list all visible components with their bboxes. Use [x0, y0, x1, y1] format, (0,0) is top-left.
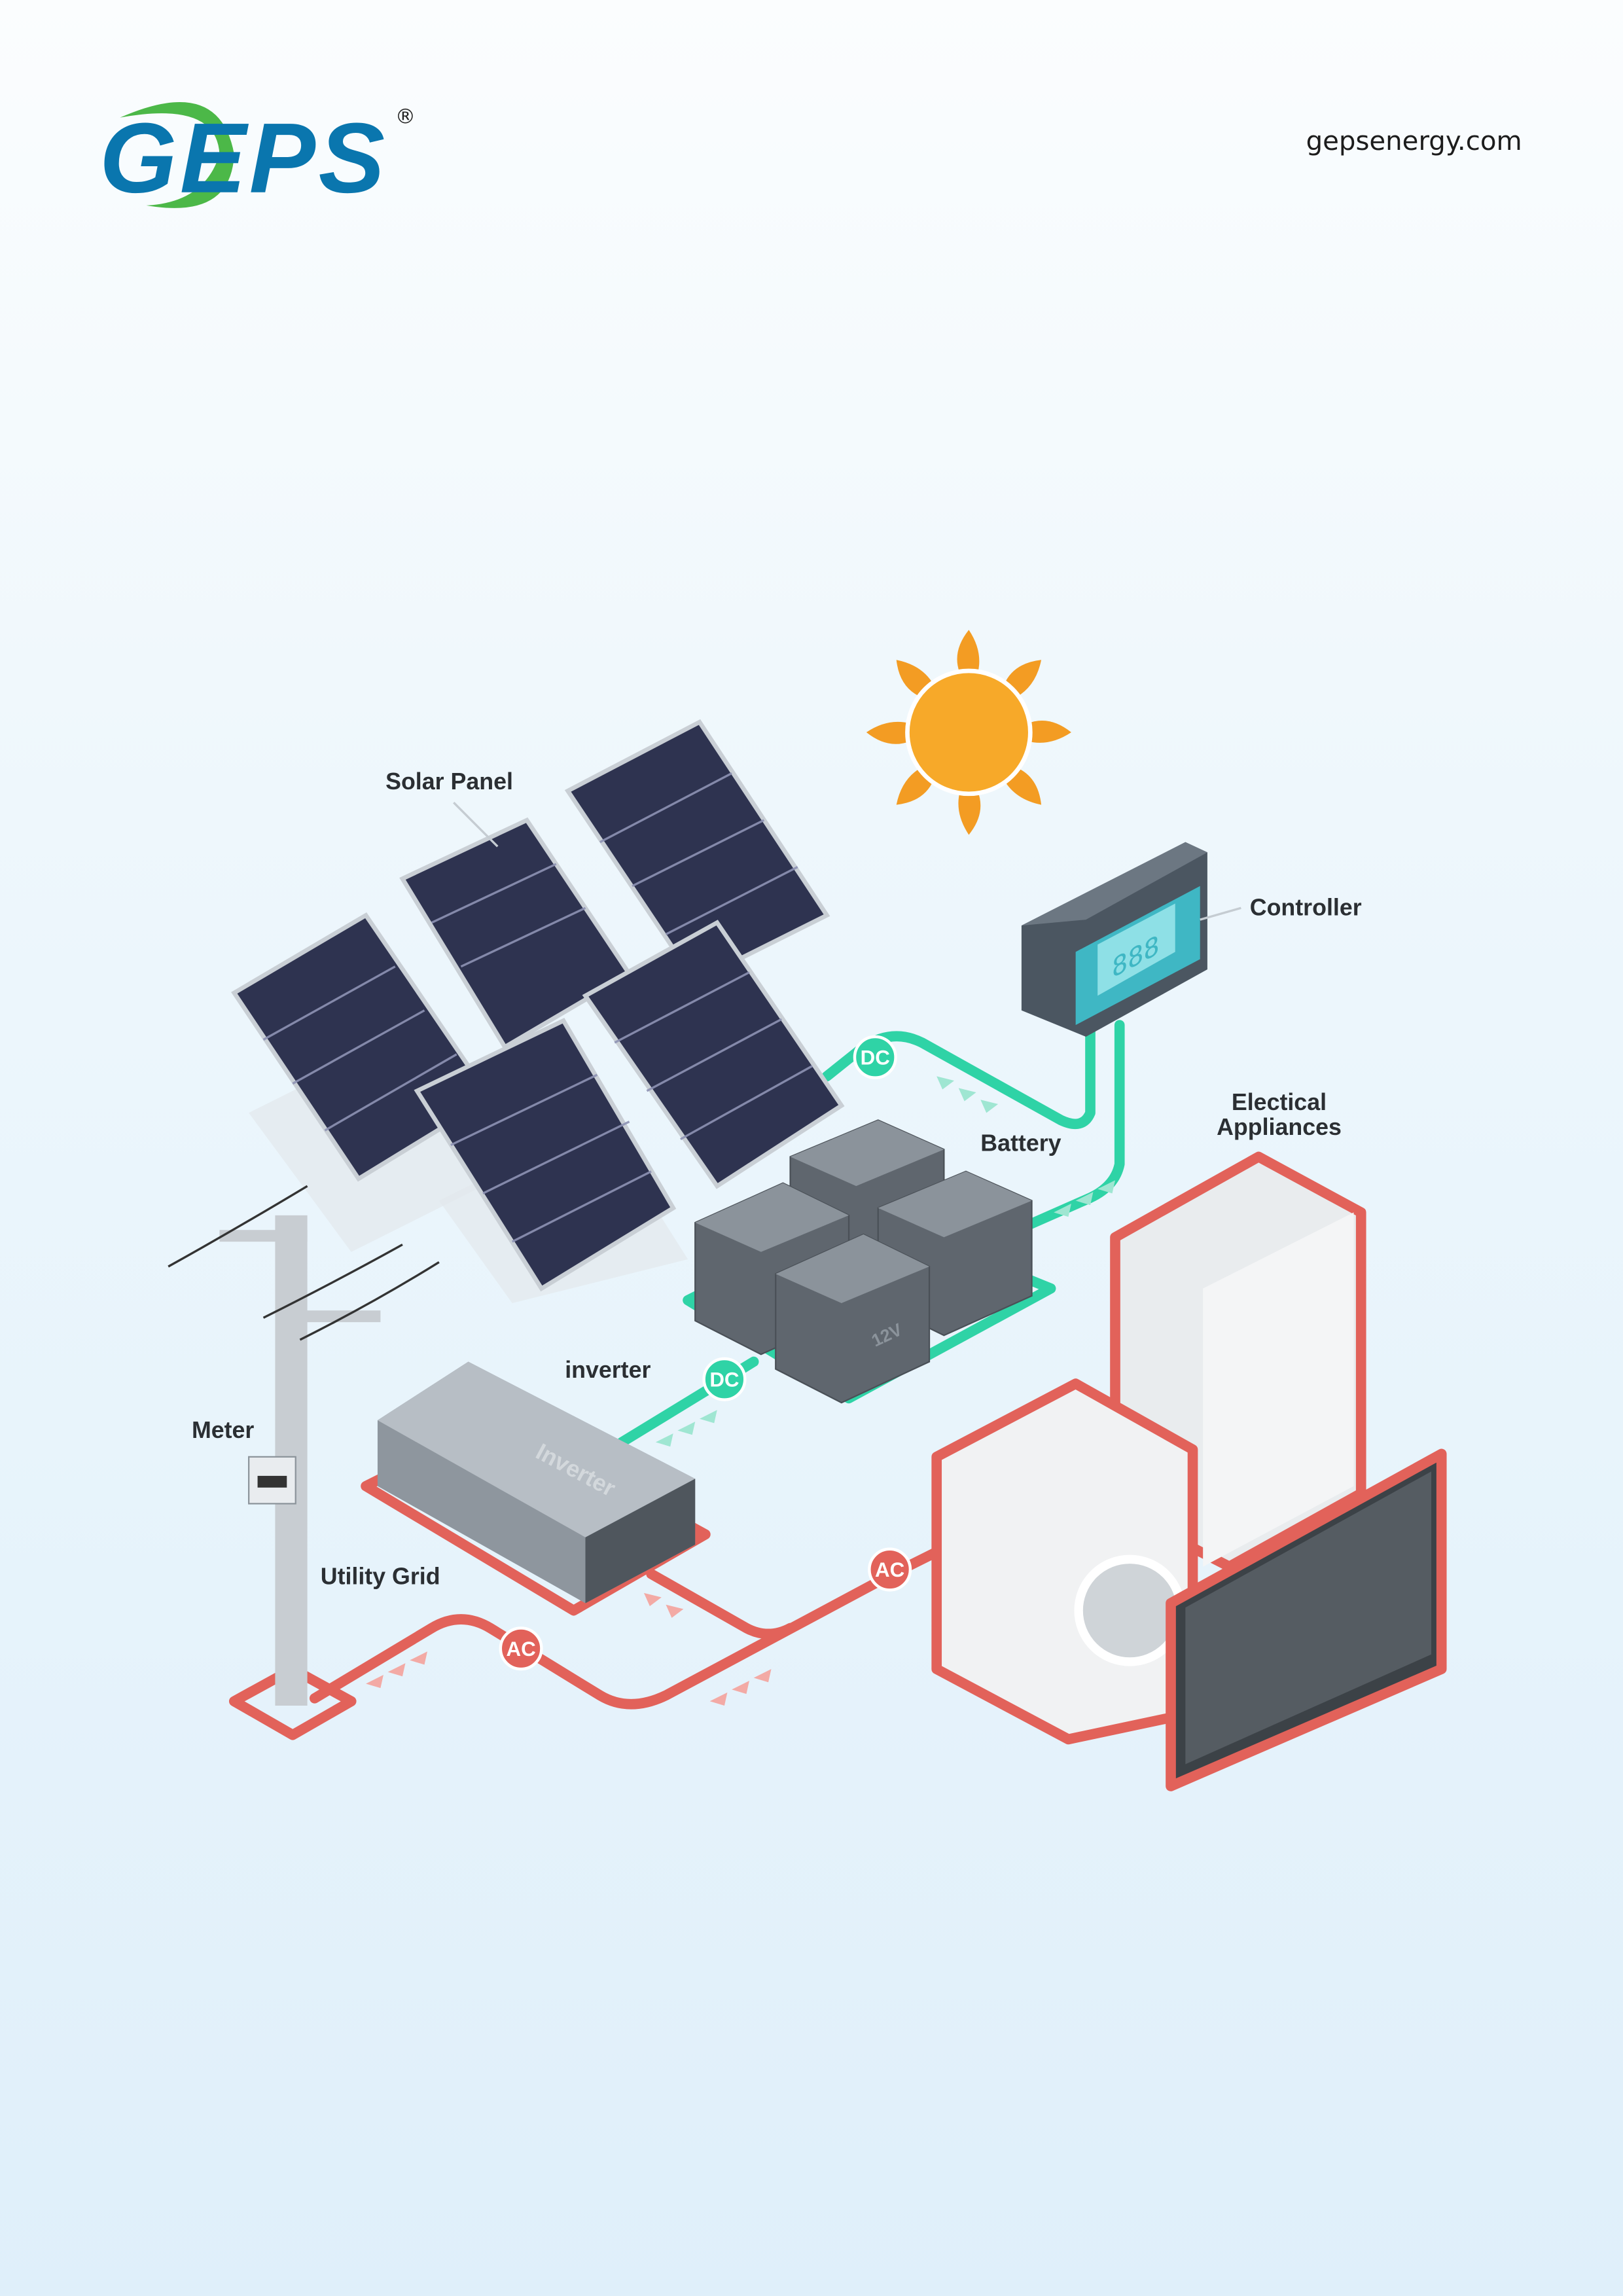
dc-tag: DC: [702, 1357, 747, 1401]
label-battery: Battery: [980, 1130, 1061, 1156]
logo-text: GEPS: [99, 103, 387, 214]
ac-tag: AC: [499, 1626, 543, 1671]
battery-bank: 12V: [694, 1119, 1033, 1404]
inverter-device: Inverter: [361, 1361, 711, 1616]
label-meter: Meter: [192, 1417, 254, 1443]
logo-green-arc: [120, 102, 234, 208]
label-solar-panel: Solar Panel: [385, 768, 513, 795]
svg-text:DC: DC: [709, 1369, 739, 1391]
solar-panel-array: [231, 719, 845, 1304]
label-appliances-line2: Appliances: [1217, 1114, 1342, 1140]
geps-logo: GEPS ®: [99, 102, 416, 214]
sun-icon: [866, 630, 1071, 835]
charge-controller: 888: [1021, 842, 1207, 1037]
utility-pole: [168, 1185, 440, 1706]
label-controller: Controller: [1250, 894, 1362, 920]
registered-mark: ®: [395, 105, 416, 129]
svg-text:AC: AC: [506, 1638, 535, 1660]
ac-wiring: [228, 1539, 957, 1740]
dc-tag: DC: [853, 1035, 897, 1079]
ac-flow-arrows: [366, 1592, 772, 1706]
ac-tag: AC: [868, 1547, 912, 1592]
label-inverter: inverter: [565, 1357, 651, 1383]
label-utility-grid: Utility Grid: [321, 1563, 440, 1589]
label-appliances-line1: Electical: [1232, 1089, 1327, 1115]
svg-text:DC: DC: [861, 1047, 890, 1069]
svg-text:AC: AC: [875, 1558, 904, 1581]
appliances: [931, 1151, 1447, 1791]
website-url[interactable]: gepsenergy.com: [1306, 126, 1522, 156]
